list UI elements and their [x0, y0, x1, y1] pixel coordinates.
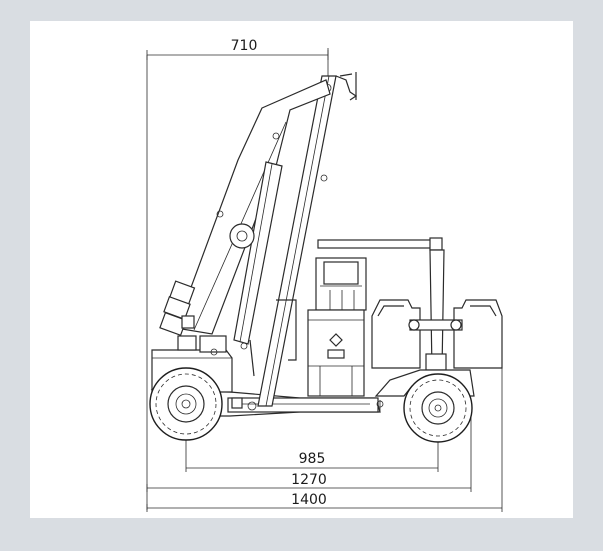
fuel-tanks	[371, 299, 503, 369]
front-wheel	[403, 373, 473, 443]
dim-label-985: 985	[299, 451, 326, 467]
mast-bracket	[276, 299, 297, 361]
chassis-plate	[231, 397, 243, 409]
rear-wheel	[149, 367, 223, 441]
boom-arm	[159, 79, 331, 337]
dim-label-710: 710	[231, 38, 258, 54]
dim-label-1270: 1270	[291, 472, 327, 488]
engine-block	[307, 257, 367, 397]
dim-label-1400: 1400	[291, 492, 327, 508]
chassis-bolt	[247, 401, 257, 411]
hydraulic-cylinder	[229, 161, 283, 377]
